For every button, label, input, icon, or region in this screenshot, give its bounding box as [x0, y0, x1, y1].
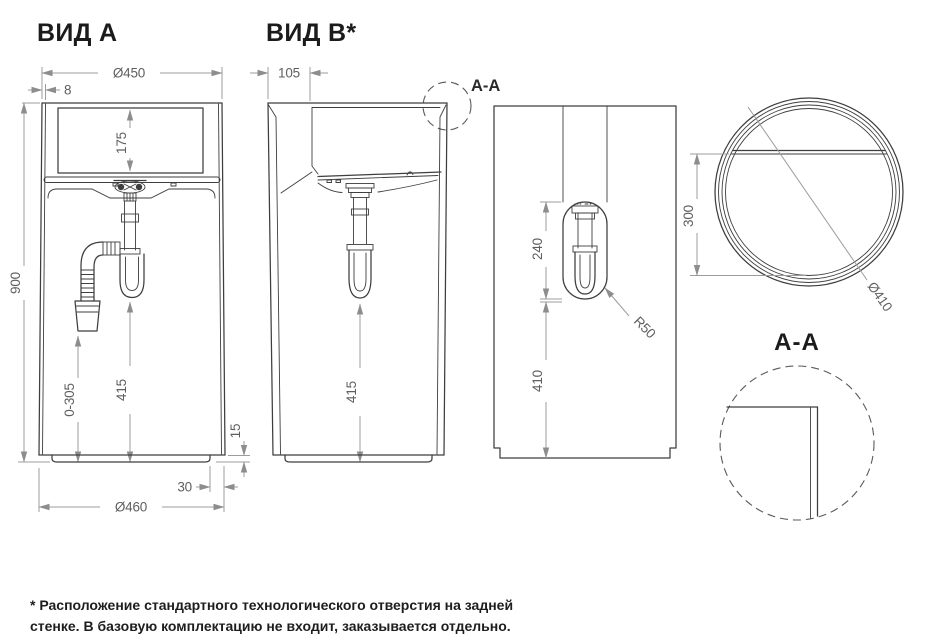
view-b-side: ВИД В* 105 415 A-A	[250, 19, 500, 463]
view-a-siphon	[74, 179, 147, 332]
dim-height-900: 900	[8, 102, 50, 463]
view-a-body	[38, 102, 226, 463]
dim-label-8: 8	[64, 83, 71, 98]
dim-slot-to-floor-410: 410	[530, 301, 562, 459]
dim-label-d410: Ø410	[865, 279, 896, 314]
dim-label-410: 410	[530, 370, 545, 392]
section-callout-label: A-A	[471, 77, 500, 95]
dim-label-d460: Ø460	[115, 500, 147, 515]
dim-label-240: 240	[530, 238, 545, 260]
detail-a-a-title: A-A	[774, 329, 820, 356]
dim-foot-30: 30	[177, 466, 238, 495]
view-a-title: ВИД А	[37, 19, 117, 47]
view-b-siphon	[345, 183, 375, 299]
view-top-circle: Ø410 300	[681, 97, 904, 314]
dim-label-30: 30	[177, 480, 192, 495]
dim-diameter-bottom: Ø460	[38, 468, 225, 515]
dim-label-105: 105	[278, 66, 300, 81]
view-a-front: ВИД А Ø450 8 175 900	[8, 19, 250, 515]
view-rear: 240 410 R50	[493, 105, 677, 459]
dim-diameter-top: Ø450	[41, 66, 223, 99]
dim-label-900: 900	[8, 272, 23, 294]
dim-label-175: 175	[114, 132, 129, 154]
dim-radius-r50: R50	[604, 287, 659, 342]
view-b-body	[267, 102, 448, 463]
footnote-line-1: * Расположение стандартного технологичес…	[30, 597, 513, 613]
section-callout: A-A	[422, 77, 500, 131]
dim-chord-300: 300	[681, 153, 806, 276]
dim-label-415-a: 415	[114, 379, 129, 401]
dim-bowl-depth-175: 175	[114, 109, 134, 172]
dim-plinth-15: 15	[216, 424, 250, 477]
dim-label-0-305: 0-305	[62, 383, 77, 417]
dim-label-d450: Ø450	[113, 66, 145, 81]
footnote: * Расположение стандартного технологичес…	[30, 597, 513, 634]
dim-hose-range: 0-305	[62, 335, 82, 463]
dim-siphon-415-b: 415	[344, 303, 364, 463]
detail-a-a: A-A	[719, 329, 875, 521]
view-rear-pipe	[571, 203, 599, 295]
dim-siphon-415-a: 415	[114, 301, 134, 463]
dim-label-300: 300	[681, 205, 696, 227]
dim-wall-8: 8	[28, 83, 72, 100]
view-b-title: ВИД В*	[266, 19, 356, 47]
dim-label-415-b: 415	[344, 381, 359, 403]
footnote-line-2: стенке. В базовую комплектацию не входит…	[30, 618, 511, 634]
dim-back-105: 105	[250, 66, 328, 101]
dim-label-15: 15	[228, 424, 243, 439]
dim-label-r50: R50	[631, 314, 659, 342]
dim-slot-240: 240	[530, 201, 562, 300]
